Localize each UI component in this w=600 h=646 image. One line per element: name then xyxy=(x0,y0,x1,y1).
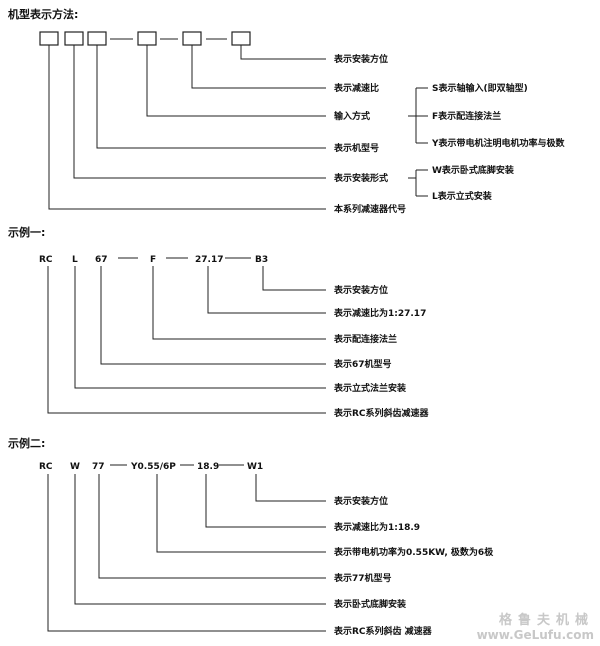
example1-label-input: 表示配连接法兰 xyxy=(333,333,397,345)
example2-code-model: 77 xyxy=(92,462,105,472)
example2-title: 示例二: xyxy=(7,436,45,450)
example1-code-series: RC xyxy=(39,255,53,265)
example2-label-direction: 表示安装方位 xyxy=(333,495,388,507)
example2-label-model: 表示77机型号 xyxy=(333,572,392,584)
example1-code-direction: B3 xyxy=(255,255,268,265)
example1-code-mount-form: L xyxy=(72,255,78,265)
label-mount-form: 表示安装形式 xyxy=(333,172,388,184)
mount-option-w: W表示卧式底脚安装 xyxy=(432,164,515,176)
mount-option-l: L表示立式安装 xyxy=(432,190,493,202)
example1-label-ratio: 表示减速比为1:27.17 xyxy=(333,307,426,319)
watermark-url: www.GeLufu.com xyxy=(476,628,594,642)
example1-label-series: 表示RC系列斜齿减速器 xyxy=(333,407,430,419)
example2-label-input: 表示带电机功率为0.55KW, 极数为6极 xyxy=(333,546,494,558)
example2-label-ratio: 表示减速比为1:18.9 xyxy=(333,521,420,533)
input-option-f: F表示配连接法兰 xyxy=(432,110,501,122)
example2-code-series: RC xyxy=(39,462,53,472)
example1-leaders xyxy=(47,266,326,414)
input-option-y: Y表示带电机注明电机功率与极数 xyxy=(431,137,566,149)
section1-title: 机型表示方法: xyxy=(8,7,78,21)
input-mode-box xyxy=(137,31,157,46)
example1-label-direction: 表示安装方位 xyxy=(333,284,388,296)
ratio-box xyxy=(182,31,202,46)
label-series-code: 本系列减速器代号 xyxy=(334,203,406,215)
example2-codes: RC W 77 Y0.55/6P 18.9 W1 xyxy=(39,462,263,472)
example1-label-mount-form: 表示立式法兰安装 xyxy=(333,382,407,394)
example2-leaders xyxy=(47,474,326,632)
watermark-name: 格鲁夫机械 xyxy=(498,613,594,628)
example2-label-series: 表示RC系列斜齿 减速器 xyxy=(333,625,433,637)
model-no-box xyxy=(87,31,107,46)
mount-direction-box xyxy=(231,31,251,46)
example1-codes: RC L 67 F 27.17 B3 xyxy=(39,255,268,265)
mount-form-box xyxy=(64,31,84,46)
example1-label-model: 表示67机型号 xyxy=(333,358,392,370)
label-input-mode: 输入方式 xyxy=(334,110,370,122)
example2-code-direction: W1 xyxy=(247,462,263,472)
example1-code-model: 67 xyxy=(95,255,108,265)
watermark: 格鲁夫机械 www.GeLufu.com xyxy=(477,609,594,642)
example2-code-ratio: 18.9 xyxy=(197,462,219,472)
series-code-box xyxy=(39,31,59,46)
example2-code-mount-form: W xyxy=(70,462,80,472)
section1-leaders xyxy=(48,45,428,210)
example1-title: 示例一: xyxy=(7,225,45,239)
section1-boxes xyxy=(39,31,251,46)
label-model-no: 表示机型号 xyxy=(333,142,379,154)
label-mount-direction: 表示安装方位 xyxy=(333,53,388,65)
example1-code-input: F xyxy=(150,255,156,265)
label-ratio: 表示减速比 xyxy=(333,82,379,94)
example2-code-input: Y0.55/6P xyxy=(130,462,176,472)
input-option-s: S表示轴输入(即双轴型) xyxy=(432,82,528,94)
example1-code-ratio: 27.17 xyxy=(195,255,223,265)
example2-label-mount-form: 表示卧式底脚安装 xyxy=(333,598,407,610)
